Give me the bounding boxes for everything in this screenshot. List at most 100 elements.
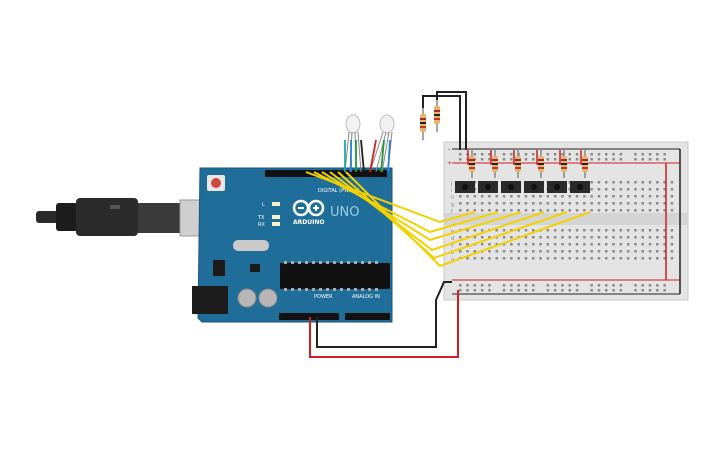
breadboard-hole[interactable]: [524, 209, 528, 212]
breadboard-hole[interactable]: [619, 229, 623, 232]
breadboard-hole[interactable]: [517, 257, 520, 260]
breadboard-hole[interactable]: [524, 195, 528, 198]
breadboard-hole[interactable]: [656, 257, 659, 260]
breadboard-hole[interactable]: [612, 257, 615, 260]
breadboard-hole[interactable]: [634, 188, 637, 191]
breadboard-hole[interactable]: [561, 202, 564, 205]
breadboard-hole[interactable]: [648, 195, 652, 198]
breadboard-hole[interactable]: [612, 284, 615, 287]
breadboard-hole[interactable]: [648, 188, 652, 191]
breadboard-hole[interactable]: [495, 229, 499, 232]
breadboard-hole[interactable]: [656, 153, 659, 156]
breadboard-hole[interactable]: [641, 257, 645, 260]
breadboard-hole[interactable]: [612, 209, 615, 212]
breadboard-hole[interactable]: [605, 243, 608, 246]
breadboard-hole[interactable]: [459, 153, 462, 156]
breadboard-hole[interactable]: [473, 289, 477, 292]
breadboard-hole[interactable]: [656, 243, 659, 246]
breadboard-hole[interactable]: [568, 243, 572, 246]
breadboard-hole[interactable]: [641, 188, 645, 191]
breadboard-hole[interactable]: [597, 188, 601, 191]
breadboard-hole[interactable]: [663, 257, 666, 260]
breadboard-hole[interactable]: [634, 153, 637, 156]
breadboard-hole[interactable]: [612, 243, 615, 246]
breadboard-hole[interactable]: [546, 250, 550, 253]
breadboard-hole[interactable]: [597, 202, 601, 205]
breadboard-hole[interactable]: [663, 243, 666, 246]
breadboard-hole[interactable]: [656, 195, 659, 198]
breadboard-hole[interactable]: [517, 243, 520, 246]
breadboard-hole[interactable]: [466, 229, 469, 232]
breadboard-hole[interactable]: [488, 284, 491, 287]
breadboard-hole[interactable]: [488, 158, 491, 161]
breadboard-hole[interactable]: [597, 284, 601, 287]
breadboard-hole[interactable]: [634, 209, 637, 212]
breadboard-hole[interactable]: [597, 243, 601, 246]
breadboard-hole[interactable]: [583, 195, 586, 198]
breadboard-hole[interactable]: [670, 195, 674, 198]
breadboard-hole[interactable]: [553, 153, 557, 156]
breadboard-hole[interactable]: [459, 250, 462, 253]
breadboard-hole[interactable]: [575, 289, 579, 292]
breadboard-hole[interactable]: [619, 195, 623, 198]
breadboard-hole[interactable]: [466, 195, 469, 198]
breadboard-hole[interactable]: [517, 250, 520, 253]
breadboard-hole[interactable]: [532, 257, 535, 260]
analog-header[interactable]: [345, 313, 390, 320]
breadboard-hole[interactable]: [532, 229, 535, 232]
breadboard-hole[interactable]: [641, 181, 645, 184]
breadboard-hole[interactable]: [656, 158, 659, 161]
breadboard-hole[interactable]: [473, 257, 477, 260]
breadboard-hole[interactable]: [480, 243, 484, 246]
breadboard-hole[interactable]: [656, 229, 659, 232]
breadboard-hole[interactable]: [656, 181, 659, 184]
breadboard-hole[interactable]: [553, 289, 557, 292]
breadboard-hole[interactable]: [605, 195, 608, 198]
breadboard-hole[interactable]: [510, 284, 513, 287]
breadboard-hole[interactable]: [480, 289, 484, 292]
breadboard-hole[interactable]: [605, 289, 608, 292]
breadboard-hole[interactable]: [524, 202, 528, 205]
breadboard-hole[interactable]: [502, 250, 506, 253]
breadboard-hole[interactable]: [597, 195, 601, 198]
breadboard-hole[interactable]: [619, 188, 623, 191]
breadboard-hole[interactable]: [583, 250, 586, 253]
breadboard-hole[interactable]: [517, 195, 520, 198]
breadboard-hole[interactable]: [568, 209, 572, 212]
breadboard-hole[interactable]: [619, 153, 623, 156]
breadboard-hole[interactable]: [459, 284, 462, 287]
breadboard-hole[interactable]: [532, 153, 535, 156]
breadboard-hole[interactable]: [597, 289, 601, 292]
breadboard-hole[interactable]: [553, 229, 557, 232]
breadboard-hole[interactable]: [590, 202, 593, 205]
breadboard-hole[interactable]: [663, 284, 666, 287]
power-header[interactable]: [279, 313, 339, 320]
breadboard-hole[interactable]: [532, 202, 535, 205]
breadboard-hole[interactable]: [612, 188, 615, 191]
breadboard-hole[interactable]: [583, 243, 586, 246]
breadboard-hole[interactable]: [473, 153, 477, 156]
breadboard-hole[interactable]: [524, 158, 528, 161]
breadboard-hole[interactable]: [612, 229, 615, 232]
breadboard-hole[interactable]: [546, 153, 550, 156]
breadboard-hole[interactable]: [502, 257, 506, 260]
breadboard-hole[interactable]: [612, 202, 615, 205]
breadboard-hole[interactable]: [502, 243, 506, 246]
breadboard-hole[interactable]: [480, 229, 484, 232]
breadboard-hole[interactable]: [656, 250, 659, 253]
breadboard-hole[interactable]: [473, 250, 477, 253]
breadboard-hole[interactable]: [670, 209, 674, 212]
breadboard-hole[interactable]: [670, 243, 674, 246]
breadboard-hole[interactable]: [524, 236, 528, 239]
breadboard-hole[interactable]: [648, 250, 652, 253]
breadboard-hole[interactable]: [510, 243, 513, 246]
breadboard-hole[interactable]: [568, 181, 572, 184]
breadboard-hole[interactable]: [473, 236, 477, 239]
breadboard-hole[interactable]: [583, 257, 586, 260]
breadboard-hole[interactable]: [510, 209, 513, 212]
breadboard-hole[interactable]: [670, 181, 674, 184]
breadboard-hole[interactable]: [561, 284, 564, 287]
breadboard-hole[interactable]: [626, 257, 630, 260]
breadboard-hole[interactable]: [597, 236, 601, 239]
breadboard-hole[interactable]: [656, 188, 659, 191]
